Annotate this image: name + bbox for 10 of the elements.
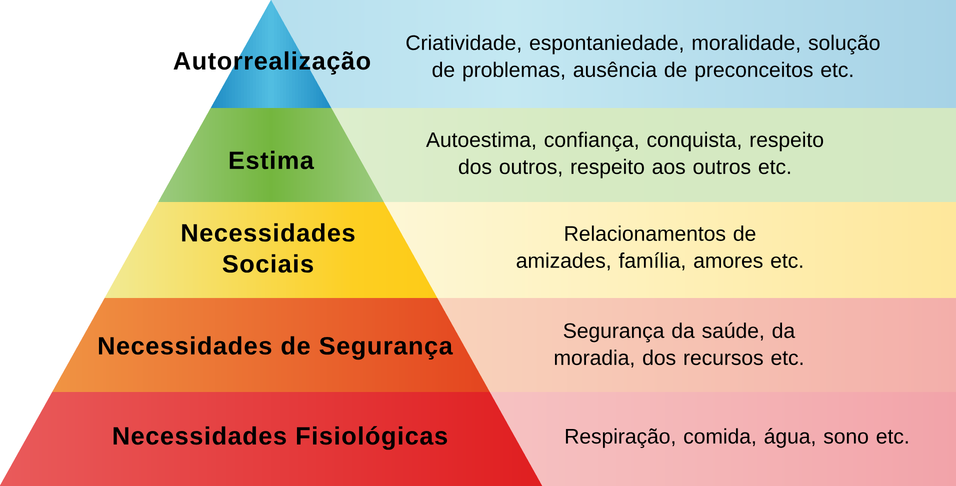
description-text: Segurança da saúde, da moradia, dos recursos etc. (554, 322, 802, 368)
description-text: Criatividade, espontaniedade, moralidade, solução de problemas, ausência de preconceitos etc. (406, 34, 880, 82)
tier-label: Necessidades Fisiológicas (114, 426, 447, 450)
description-text: Autoestima, confiança, conquista, respeito dos outros, respeito aos outros etc. (426, 132, 824, 178)
tier-label: Necessidades Sociais (182, 223, 354, 273)
description-text: Respiração, comida, água, sono etc. (566, 428, 908, 448)
tier-label: Autorrealização (174, 51, 370, 75)
tier-label: Necessidades de Segurança (98, 336, 453, 360)
tier-label: Estima (230, 150, 314, 170)
description-text: Relacionamentos de amizades, família, amores etc. (516, 226, 802, 270)
